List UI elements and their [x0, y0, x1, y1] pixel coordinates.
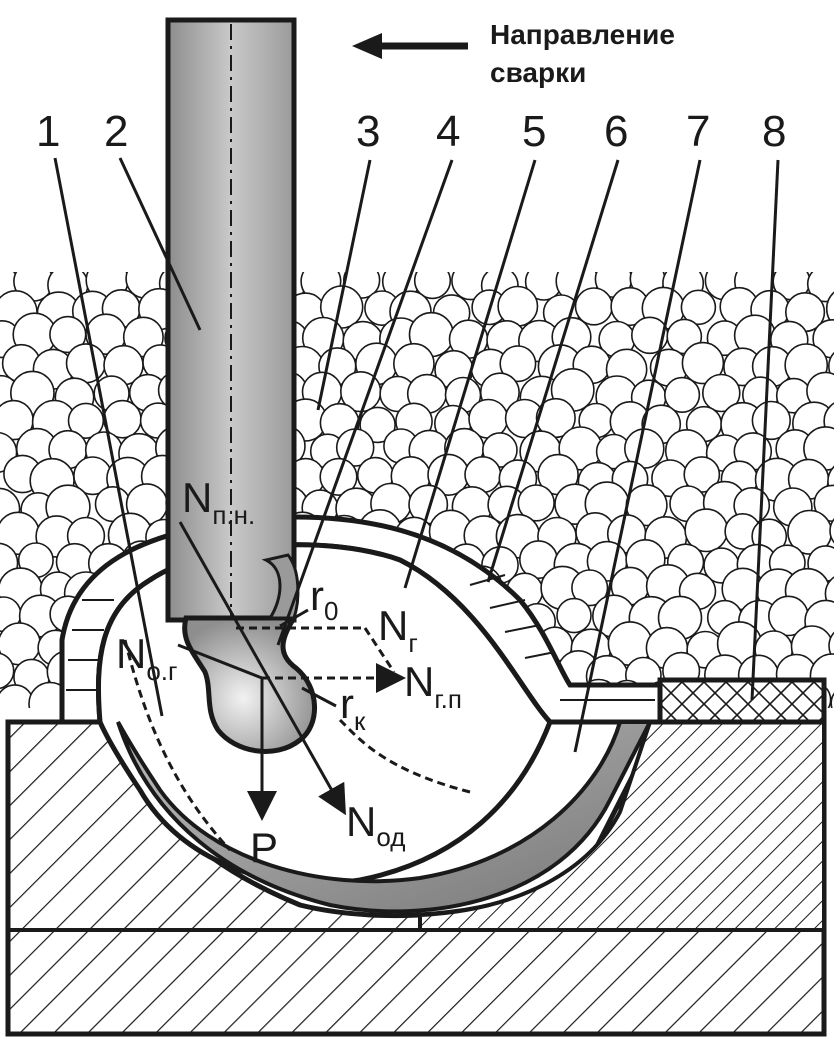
vector-n-g-diag	[363, 627, 396, 673]
callout-2: 2	[104, 107, 128, 156]
force-vectors	[177, 521, 406, 821]
leader-rk	[301, 686, 337, 708]
slag-shell-stripes	[66, 574, 655, 701]
flux-granule	[828, 631, 834, 661]
flux-granule	[681, 341, 725, 385]
flux-granule	[680, 289, 717, 326]
flux-granule	[359, 406, 396, 444]
flux-granule	[499, 345, 537, 383]
vector-n-od	[178, 521, 346, 816]
flux-granule	[556, 597, 592, 634]
label-n-og: Nо.г	[116, 630, 178, 686]
direction-label-line1: Направление	[490, 19, 675, 50]
boundary-curve-left	[123, 639, 232, 852]
flux-granule	[751, 400, 791, 441]
flux-granule	[0, 652, 15, 690]
callout-6: 6	[604, 107, 628, 156]
callout-leaders	[53, 157, 780, 753]
weld-pool	[116, 720, 654, 914]
callout-8: 8	[762, 107, 786, 156]
metal-drop	[182, 615, 317, 754]
flux-granule	[65, 343, 107, 384]
callout-7: 7	[686, 107, 710, 156]
boundary-curve-right	[338, 718, 471, 794]
label-n-pn: Nп.н.	[182, 474, 255, 530]
flux-granule	[829, 518, 834, 544]
label-n-od: Nод	[346, 798, 405, 852]
flux-granule	[413, 272, 452, 300]
flux-granule	[806, 272, 834, 303]
flux-granule	[497, 285, 539, 327]
flux-granule	[517, 484, 555, 522]
callout-5: 5	[522, 107, 546, 156]
label-p: P	[250, 824, 278, 871]
direction-arrow	[352, 33, 468, 59]
label-n-g: Nг	[378, 602, 418, 658]
direction-label-line2: сварки	[490, 57, 586, 88]
callout-1: 1	[36, 107, 60, 156]
callout-4: 4	[436, 107, 460, 156]
flux-granule	[830, 692, 834, 708]
flux-granule	[663, 376, 701, 414]
label-rk: rк	[340, 680, 366, 736]
leader-n-og	[177, 643, 263, 680]
slag-crust	[657, 677, 827, 725]
flux-granule	[571, 569, 609, 607]
flux-granule	[701, 373, 741, 413]
flux-granule	[574, 287, 614, 326]
callout-3: 3	[356, 107, 380, 156]
label-r0: r0	[310, 572, 338, 626]
flux-granule	[825, 291, 834, 326]
label-n-gp: Nг.п	[404, 658, 462, 714]
